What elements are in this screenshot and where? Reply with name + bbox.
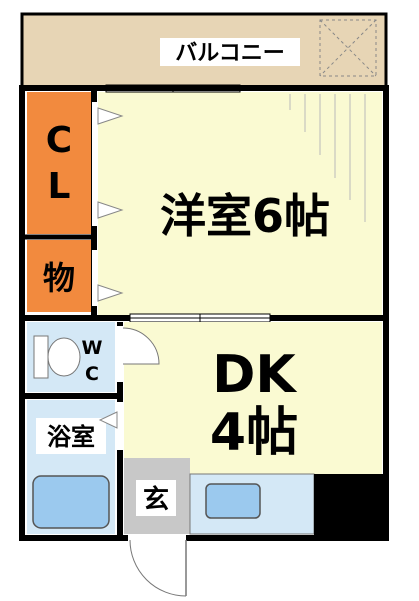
bath-label: 浴室 <box>47 423 95 451</box>
dk-window <box>129 313 271 323</box>
dk-label-bottom: 4帖 <box>210 403 298 463</box>
bath-label-bg <box>36 418 106 454</box>
bathtub-icon <box>32 475 110 529</box>
entrance-label: 玄 <box>143 484 169 515</box>
storage-door-opening <box>92 250 98 306</box>
kitchen-shaft <box>314 474 386 538</box>
bath-door-opening <box>117 402 124 450</box>
storage-stripes <box>289 94 366 222</box>
wc-door-opening <box>117 326 124 382</box>
kitchen-sink-icon <box>205 483 261 519</box>
closet-door-icon <box>97 107 124 302</box>
closet-label-top: C <box>46 120 72 161</box>
dk-room <box>124 322 382 474</box>
wc-label-bottom: C <box>85 363 99 385</box>
apartment-outer-wall <box>19 85 389 541</box>
entrance-door-opening <box>128 534 186 542</box>
wc-door-swing <box>122 327 160 365</box>
closet <box>27 92 91 234</box>
ac-unit-icon <box>319 19 377 77</box>
storage <box>27 240 91 312</box>
balcony-label: バルコニー <box>175 41 285 66</box>
entrance-door-swing <box>129 539 187 597</box>
western-room-label: 洋室6帖 <box>160 189 330 243</box>
bath-door-icon <box>98 411 118 429</box>
closet-door-opening <box>92 102 98 226</box>
balcony-label-bg <box>160 38 300 66</box>
toilet-icon <box>33 335 81 379</box>
closet-label-bottom: L <box>48 166 71 207</box>
storage-label: 物 <box>43 259 75 297</box>
entrance-label-bg <box>136 480 176 516</box>
wc-label-top: W <box>82 337 103 359</box>
dk-label-top: DK <box>212 345 297 405</box>
